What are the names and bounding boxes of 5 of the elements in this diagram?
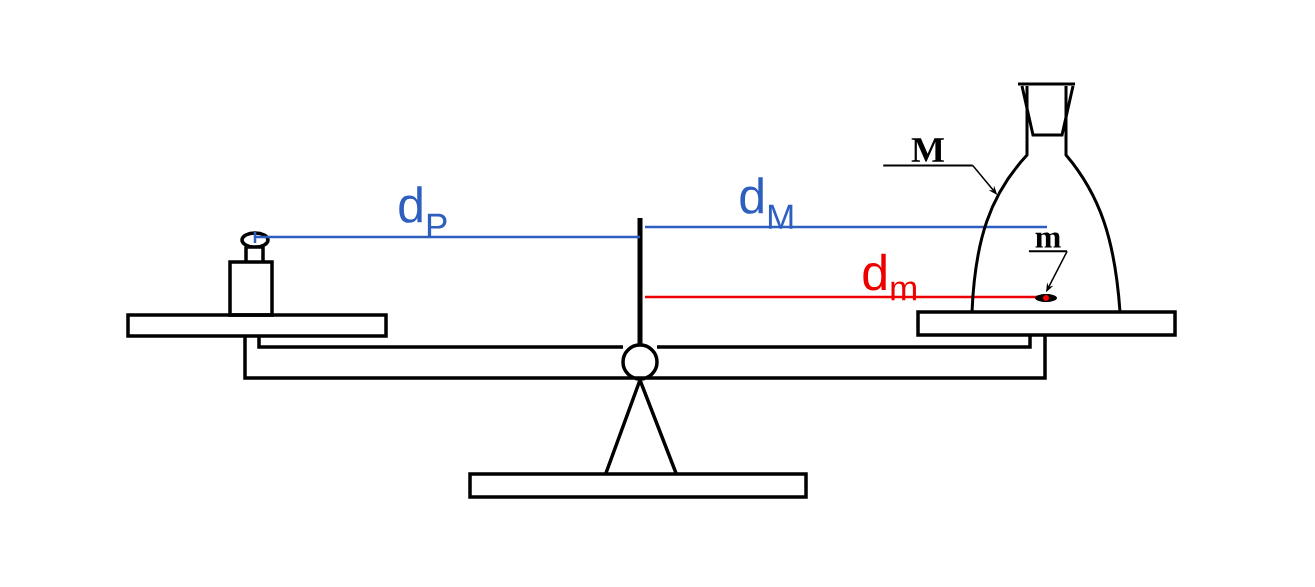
flask-drawing: [970, 82, 1122, 314]
dimension-label: d$_{P}$: [399, 186, 447, 238]
insect-drawing: [1035, 294, 1057, 302]
label-text: m: [1027, 232, 1069, 253]
label-text: M: [882, 138, 974, 167]
